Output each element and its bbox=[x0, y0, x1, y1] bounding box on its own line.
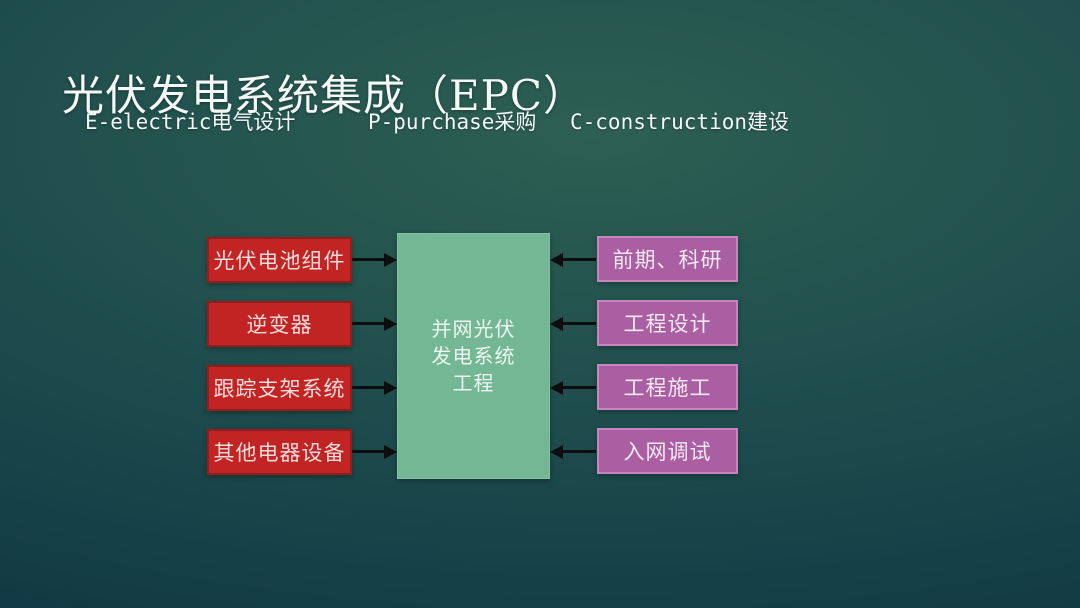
box-label: 逆变器 bbox=[246, 313, 313, 337]
left-box-other-electrical-equipment: 其他电器设备 bbox=[207, 429, 352, 475]
box-label: 前期、科研 bbox=[612, 248, 723, 272]
left-box-inverter: 逆变器 bbox=[207, 301, 352, 347]
box-label: 工程设计 bbox=[623, 312, 712, 336]
arrow-left-icon bbox=[563, 386, 596, 389]
box-label: 并网光伏 bbox=[431, 316, 516, 341]
box-label: 工程施工 bbox=[623, 376, 712, 400]
box-label: 入网调试 bbox=[623, 440, 712, 464]
arrow-right-icon bbox=[352, 258, 384, 261]
arrow-right-icon bbox=[352, 386, 384, 389]
left-box-tracking-mount-system: 跟踪支架系统 bbox=[207, 365, 352, 411]
subtitle-electric: E-electric电气设计 bbox=[85, 110, 296, 134]
arrow-right-icon bbox=[352, 450, 384, 453]
box-label: 工程 bbox=[452, 370, 495, 395]
arrow-left-icon bbox=[563, 450, 596, 453]
right-box-preliminary-research: 前期、科研 bbox=[597, 236, 738, 282]
subtitle-purchase: P-purchase采购 bbox=[368, 110, 537, 134]
box-label: 其他电器设备 bbox=[213, 441, 346, 465]
arrow-left-icon bbox=[563, 258, 596, 261]
box-label: 光伏电池组件 bbox=[213, 249, 346, 273]
right-box-engineering-design: 工程设计 bbox=[597, 300, 738, 346]
box-label: 发电系统 bbox=[431, 343, 516, 368]
right-box-engineering-construction: 工程施工 bbox=[597, 364, 738, 410]
right-box-grid-commissioning: 入网调试 bbox=[597, 428, 738, 474]
subtitle-construction: C-construction建设 bbox=[570, 110, 790, 134]
box-label: 跟踪支架系统 bbox=[213, 377, 346, 401]
center-box-grid-connected-pv-project: 并网光伏 发电系统 工程 bbox=[397, 233, 550, 479]
left-box-pv-modules: 光伏电池组件 bbox=[207, 237, 352, 283]
arrow-right-icon bbox=[352, 322, 384, 325]
page-title: 光伏发电系统集成（EPC） bbox=[62, 71, 587, 121]
arrow-left-icon bbox=[563, 322, 596, 325]
